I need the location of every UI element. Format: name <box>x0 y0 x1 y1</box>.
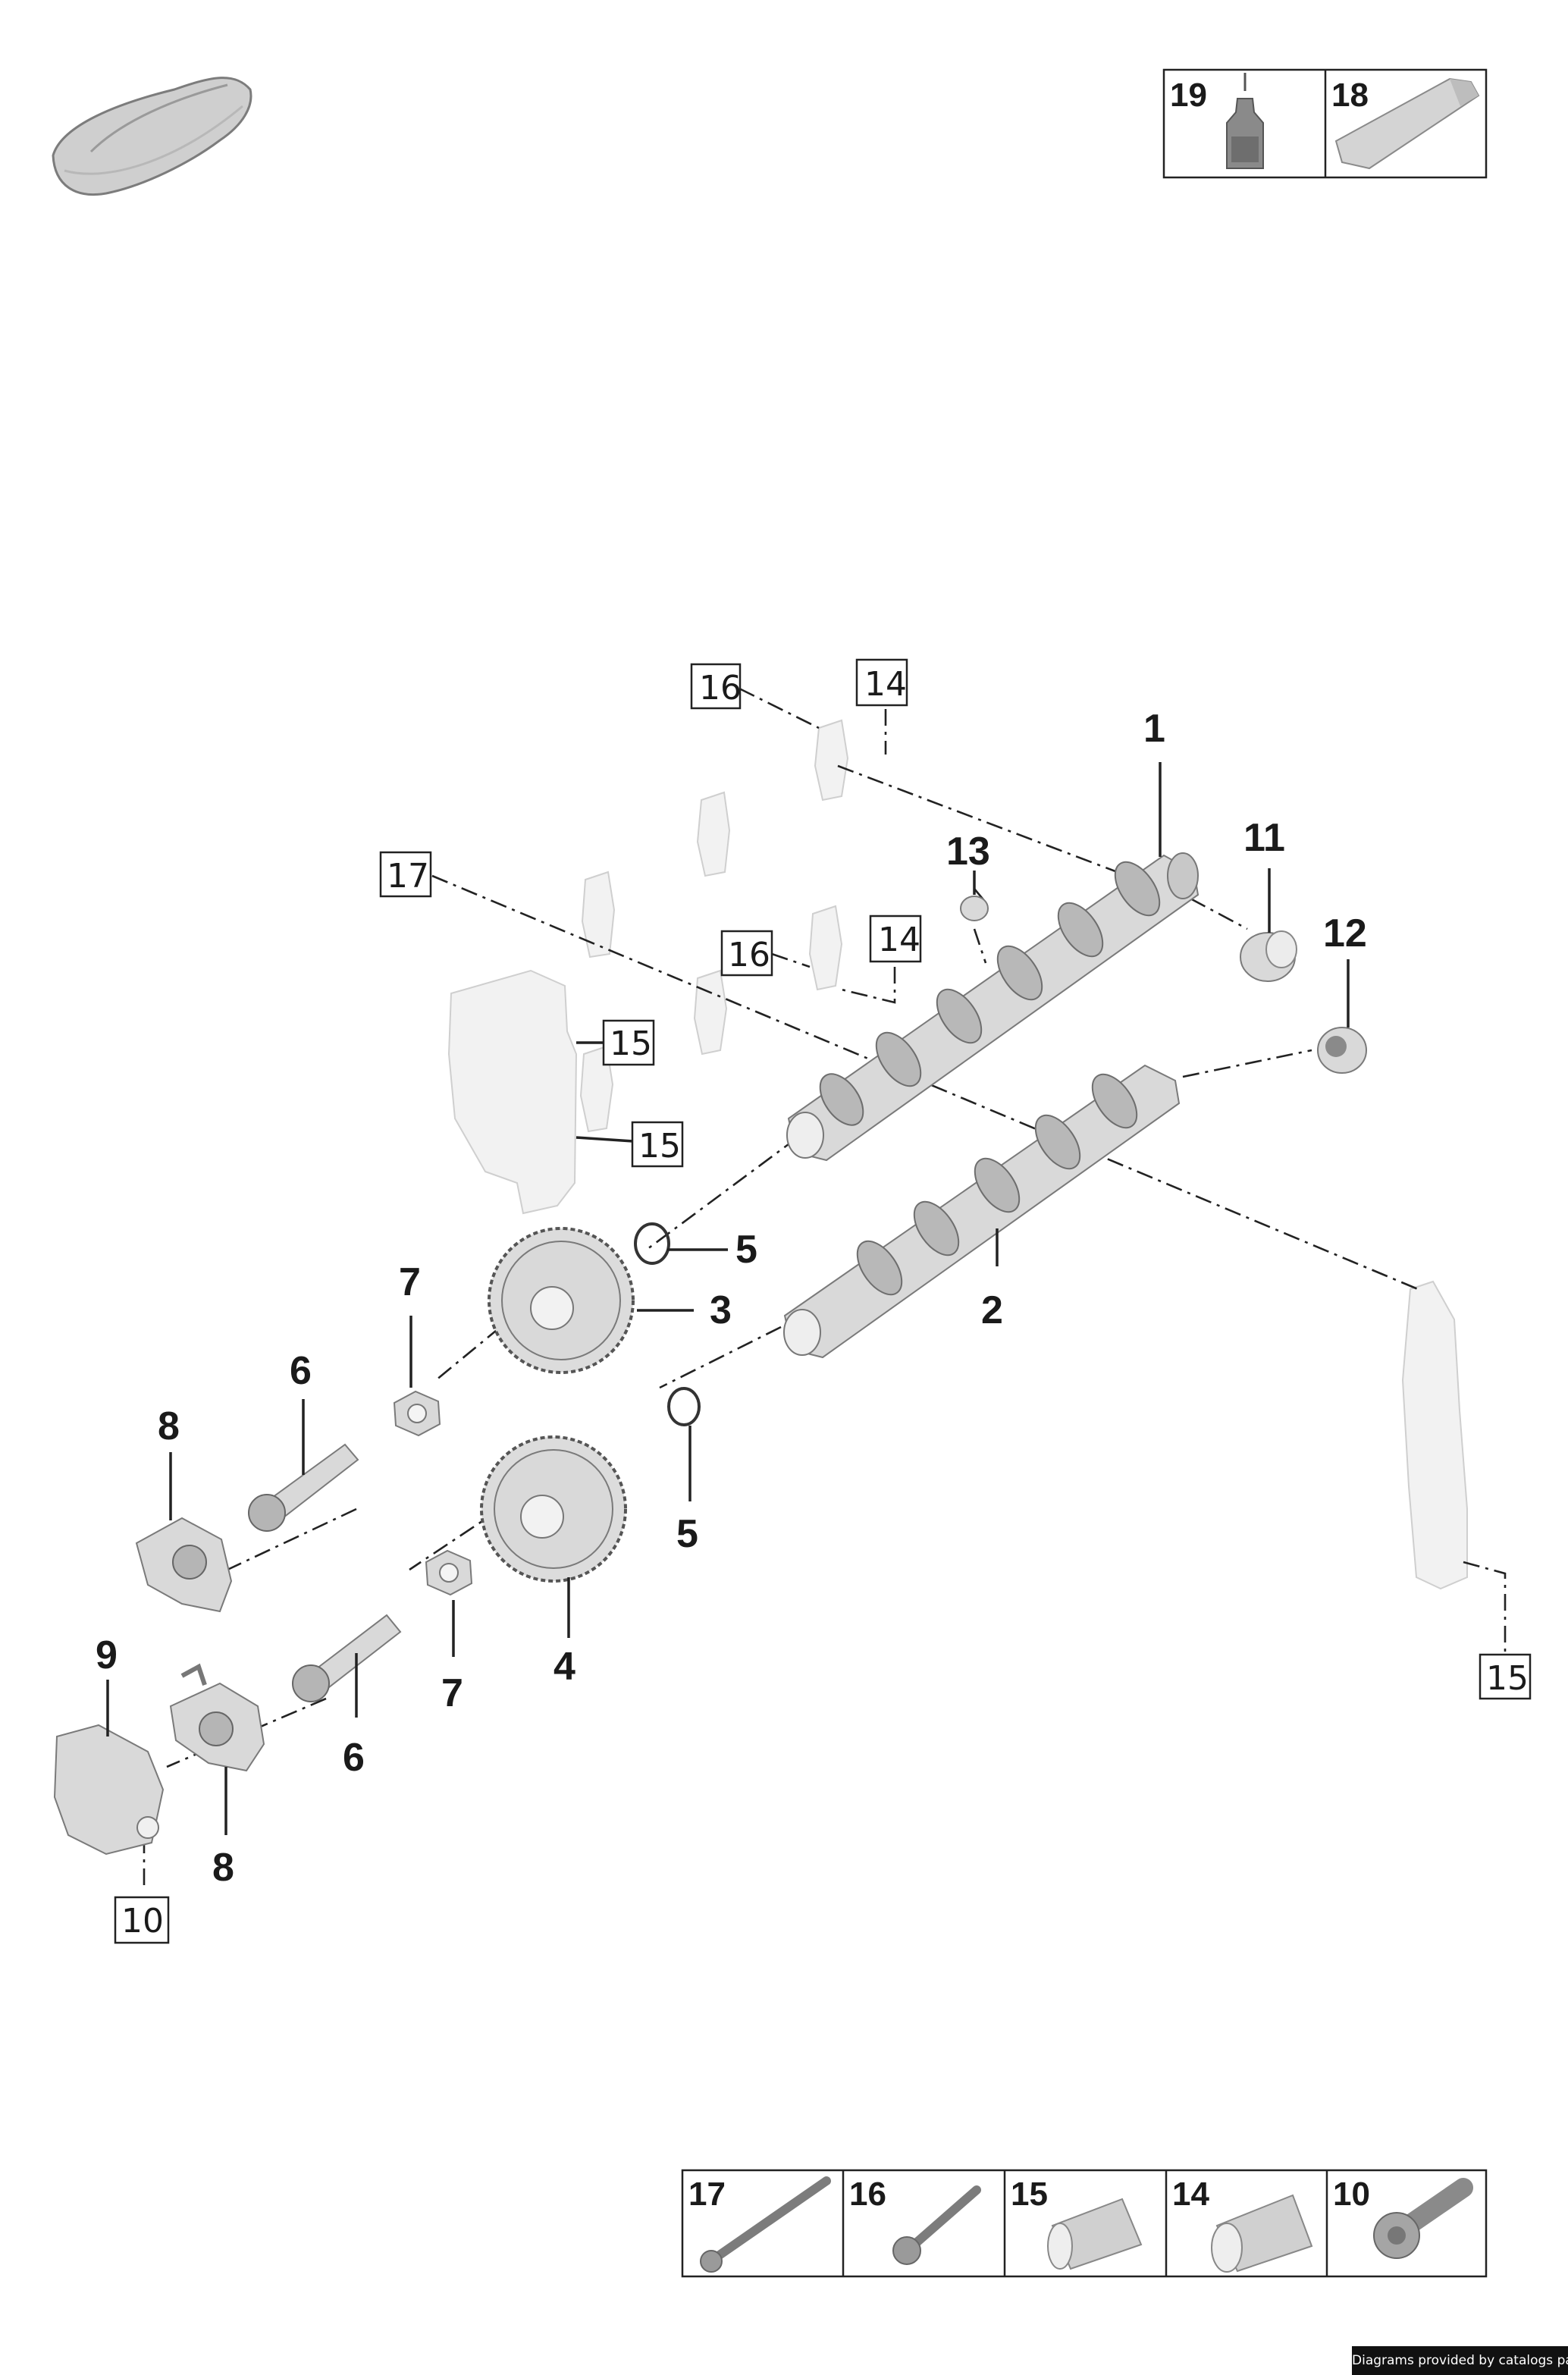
legend-item-19: 19 <box>1170 73 1264 169</box>
callout-11: 11 <box>1243 816 1285 860</box>
o-ring-upper <box>634 1222 670 1265</box>
callout-7-upper: 7 <box>399 1260 421 1304</box>
callout-7-lower: 7 <box>441 1671 463 1715</box>
callout-13: 13 <box>946 830 990 874</box>
bushing-icon <box>1211 2194 1313 2273</box>
legend-item-18: 18 <box>1331 77 1480 170</box>
callout-numbers: 1 2 3 4 5 5 6 6 7 7 8 8 9 11 12 13 <box>96 707 1367 1890</box>
control-valve-upper <box>248 1443 359 1532</box>
boxed-ref-16: 16 <box>699 669 742 707</box>
camshaft-adjuster-4 <box>480 1435 627 1583</box>
boxed-ref-14: 14 <box>878 921 920 959</box>
sleeve-icon <box>1047 2198 1143 2270</box>
boxed-ref-17: 17 <box>387 857 429 896</box>
short-bolt-icon <box>892 2185 981 2265</box>
legend-number: 17 <box>688 2176 726 2213</box>
central-bolt-upper <box>393 1390 441 1437</box>
boxed-ref-15: 15 <box>610 1024 652 1063</box>
legend-number: 14 <box>1172 2176 1209 2213</box>
boxed-ref-16: 16 <box>728 936 770 974</box>
boxed-ref-15: 15 <box>638 1127 681 1166</box>
o-ring-lower <box>667 1387 701 1426</box>
callout-6-upper: 6 <box>290 1349 312 1393</box>
credit-label: Diagrams provided by catalogs parts <box>1352 2346 1568 2375</box>
long-bolt-icon <box>700 2176 831 2273</box>
legend-number: 18 <box>1331 77 1369 114</box>
legend-item-16: 16 <box>849 2176 981 2265</box>
legend-number: 15 <box>1011 2176 1048 2213</box>
boxed-ref-10: 10 <box>121 1902 164 1940</box>
legend-item-14: 14 <box>1172 2176 1313 2273</box>
central-magnet-upper <box>135 1517 233 1613</box>
control-valve-lower <box>292 1614 402 1702</box>
cover-9 <box>53 1724 165 1856</box>
bearing-caps-ghost <box>447 719 1468 1590</box>
camshaft-adjuster-3 <box>488 1227 635 1374</box>
legend-number: 19 <box>1170 77 1207 114</box>
callout-8-lower: 8 <box>212 1846 234 1890</box>
callout-8-upper: 8 <box>158 1404 180 1448</box>
camshaft-intake <box>786 852 1200 1162</box>
callout-1: 1 <box>1143 707 1165 751</box>
central-magnet-lower <box>169 1663 265 1772</box>
vehicle-silhouette-icon <box>52 77 252 196</box>
legend-item-17: 17 <box>688 2176 831 2273</box>
boxed-ref-14: 14 <box>864 665 907 704</box>
callout-3: 3 <box>710 1288 732 1332</box>
legend-bottom: 17 16 15 14 <box>681 2169 1488 2278</box>
callout-2: 2 <box>981 1288 1003 1332</box>
callout-5-upper: 5 <box>735 1228 757 1272</box>
boxed-ref-15: 15 <box>1486 1659 1529 1698</box>
camshaft-exhaust <box>783 1064 1181 1359</box>
callout-9: 9 <box>96 1633 118 1677</box>
central-bolt-lower <box>425 1549 473 1596</box>
plug-11 <box>1240 930 1297 982</box>
plug-12 <box>1317 1027 1367 1074</box>
legend-item-15: 15 <box>1011 2176 1143 2270</box>
legend-top: 19 18 <box>1162 68 1488 179</box>
callout-5-lower: 5 <box>676 1512 698 1556</box>
legend-number: 16 <box>849 2176 886 2213</box>
sleeve-13 <box>960 896 989 921</box>
sealant-tube-icon <box>1334 77 1480 170</box>
boxed-references: 16 14 17 16 14 15 15 15 10 <box>114 658 1532 1944</box>
callout-6-lower: 6 <box>343 1736 365 1780</box>
callout-4: 4 <box>554 1645 575 1689</box>
legend-item-10: 10 <box>1333 2176 1473 2259</box>
callout-12: 12 <box>1323 911 1367 955</box>
flange-bolt-icon <box>1373 2178 1473 2259</box>
legend-number: 10 <box>1333 2176 1370 2213</box>
leader-lines <box>106 762 1350 1835</box>
oil-bottle-icon <box>1226 73 1264 169</box>
